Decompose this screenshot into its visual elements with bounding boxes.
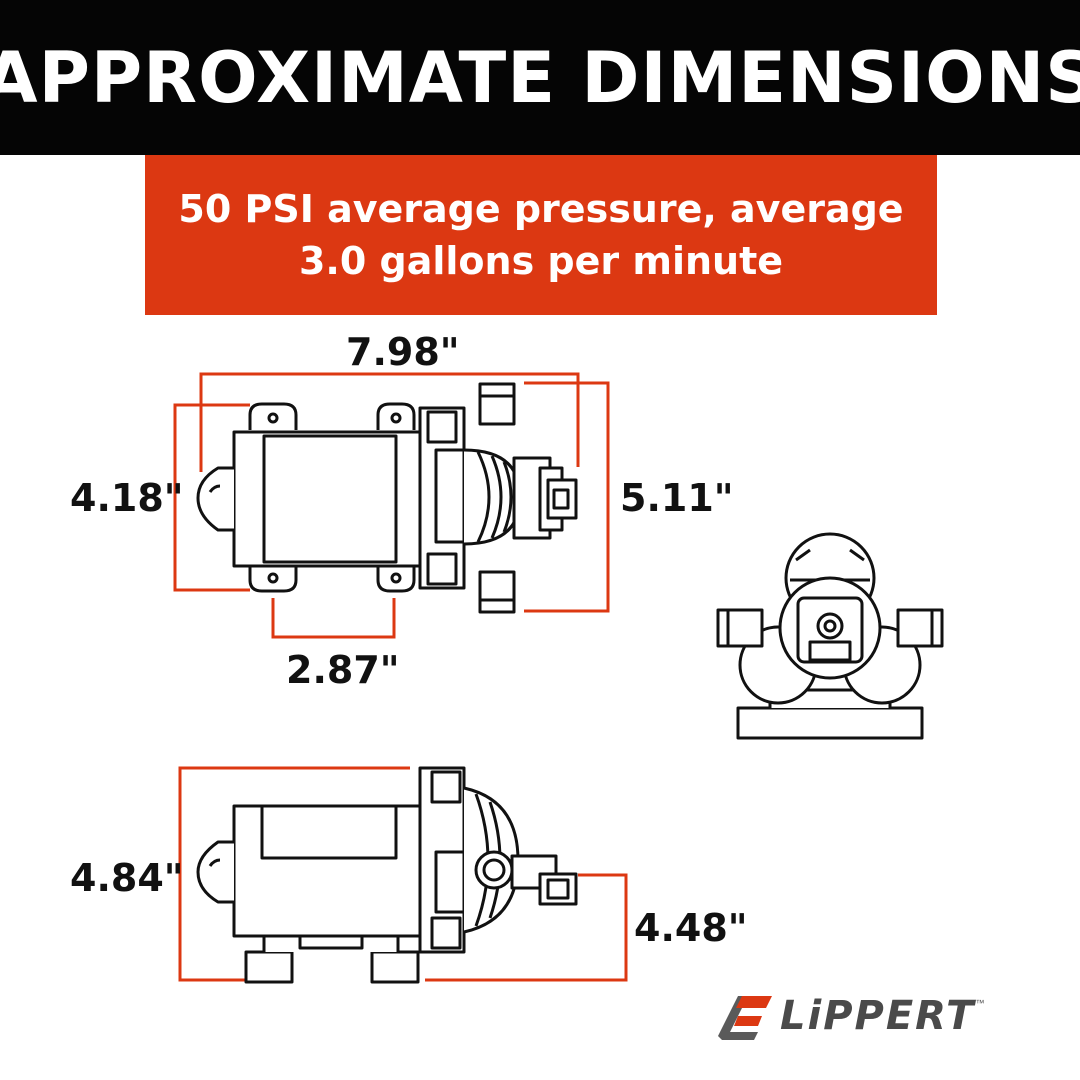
- pump-top-view: [196, 382, 578, 614]
- dimension-line-left-height: [173, 403, 250, 592]
- dimension-line-side-height: [425, 873, 628, 982]
- dimension-label-left-height: 4.18": [70, 476, 184, 520]
- spec-banner: 50 PSI average pressure, average 3.0 gal…: [145, 155, 937, 315]
- lippert-logo: LiPPERT ™: [716, 992, 984, 1040]
- title-bar: APPROXIMATE DIMENSIONS: [0, 0, 1080, 155]
- dimension-label-mount-spacing: 2.87": [286, 648, 400, 692]
- lippert-wordmark: LiPPERT: [780, 993, 976, 1039]
- dimension-line-mount-spacing: [271, 598, 396, 639]
- dimension-line-right-height: [524, 381, 610, 613]
- dimension-lines: [173, 372, 628, 982]
- spec-line-1: 50 PSI average pressure, average: [178, 187, 904, 231]
- dimension-label-side-length: 4.84": [70, 856, 184, 900]
- dimension-line-side-length: [178, 766, 410, 982]
- lippert-logo-icon: [718, 996, 772, 1040]
- trademark-symbol: ™: [975, 998, 985, 1008]
- pump-front-view: [716, 532, 944, 740]
- dimension-line-width: [199, 372, 580, 472]
- dimension-label-right-height: 5.11": [620, 476, 734, 520]
- dimension-label-width: 7.98": [346, 330, 460, 374]
- page-title: APPROXIMATE DIMENSIONS: [0, 36, 1080, 119]
- dimension-label-side-height: 4.48": [634, 906, 748, 950]
- spec-line-2: 3.0 gallons per minute: [298, 239, 784, 283]
- pump-side-view: [196, 766, 578, 984]
